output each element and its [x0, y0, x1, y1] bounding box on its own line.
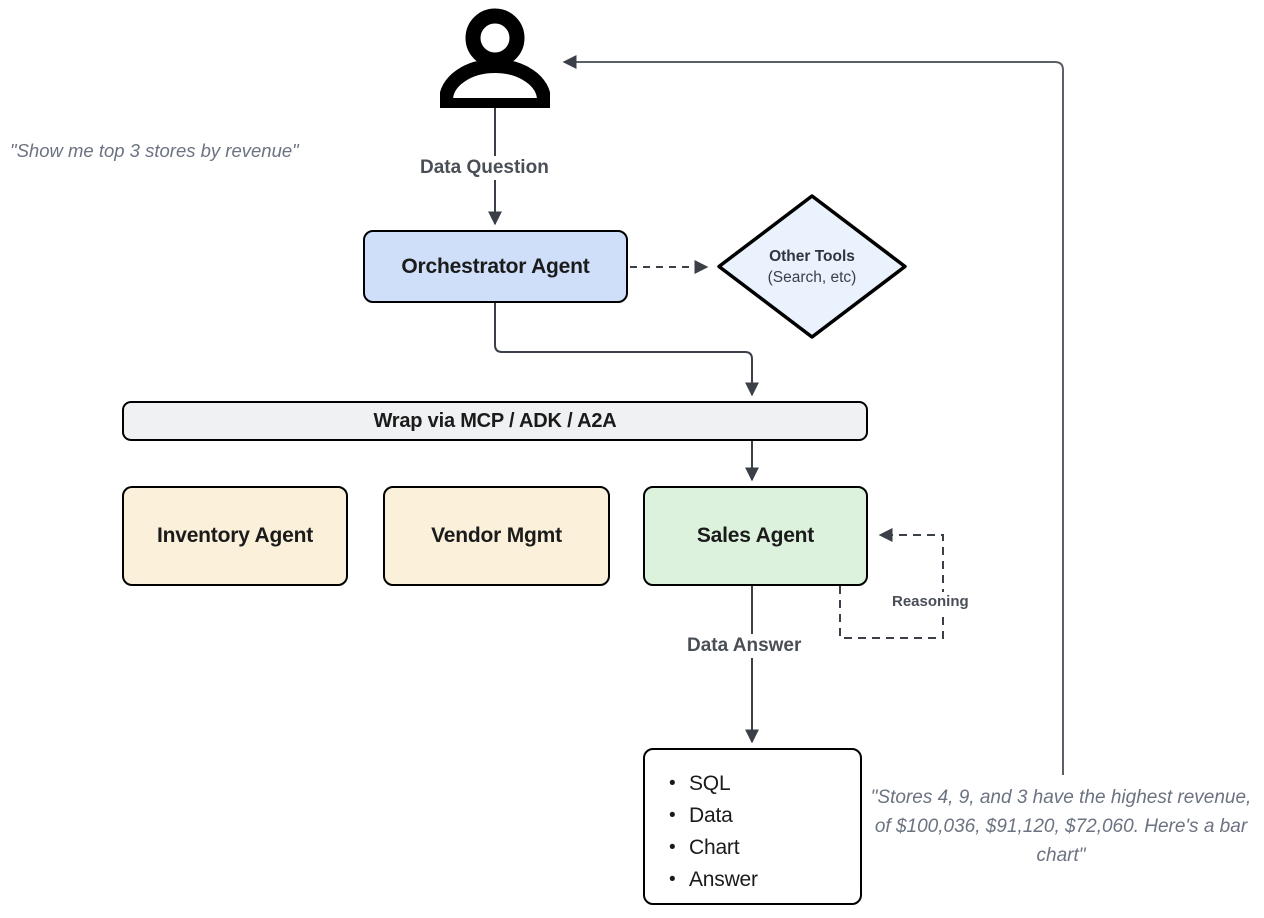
node-output-artifacts[interactable]: SQLDataChartAnswer [643, 748, 862, 905]
other-tools-title: Other Tools [769, 247, 855, 265]
node-sales-agent[interactable]: Sales Agent [643, 486, 868, 586]
output-artifact-item: Chart [667, 832, 860, 864]
edge-label-data-question: Data Question [414, 156, 555, 180]
node-other-tools[interactable]: Other Tools (Search, etc) [713, 190, 911, 343]
node-mcp-wrapper-bar[interactable]: Wrap via MCP / ADK / A2A [122, 401, 868, 441]
output-artifact-item: Data [667, 800, 860, 832]
agent-answer-quote: "Stores 4, 9, and 3 have the highest rev… [870, 787, 1252, 866]
output-artifact-list: SQLDataChartAnswer [667, 768, 860, 896]
user-icon [439, 8, 551, 112]
user-question-quote: "Show me top 3 stores by revenue" [10, 140, 299, 161]
output-artifact-item: Answer [667, 864, 860, 896]
output-artifact-item: SQL [667, 768, 860, 800]
edge-label-reasoning: Reasoning [886, 592, 975, 611]
node-inventory-agent[interactable]: Inventory Agent [122, 486, 348, 586]
edge-label-data-answer: Data Answer [681, 634, 808, 658]
other-tools-label-group: Other Tools (Search, etc) [713, 190, 911, 343]
node-orchestrator-agent[interactable]: Orchestrator Agent [363, 230, 628, 303]
node-vendor-mgmt[interactable]: Vendor Mgmt [383, 486, 610, 586]
other-tools-subtitle: (Search, etc) [767, 268, 857, 286]
